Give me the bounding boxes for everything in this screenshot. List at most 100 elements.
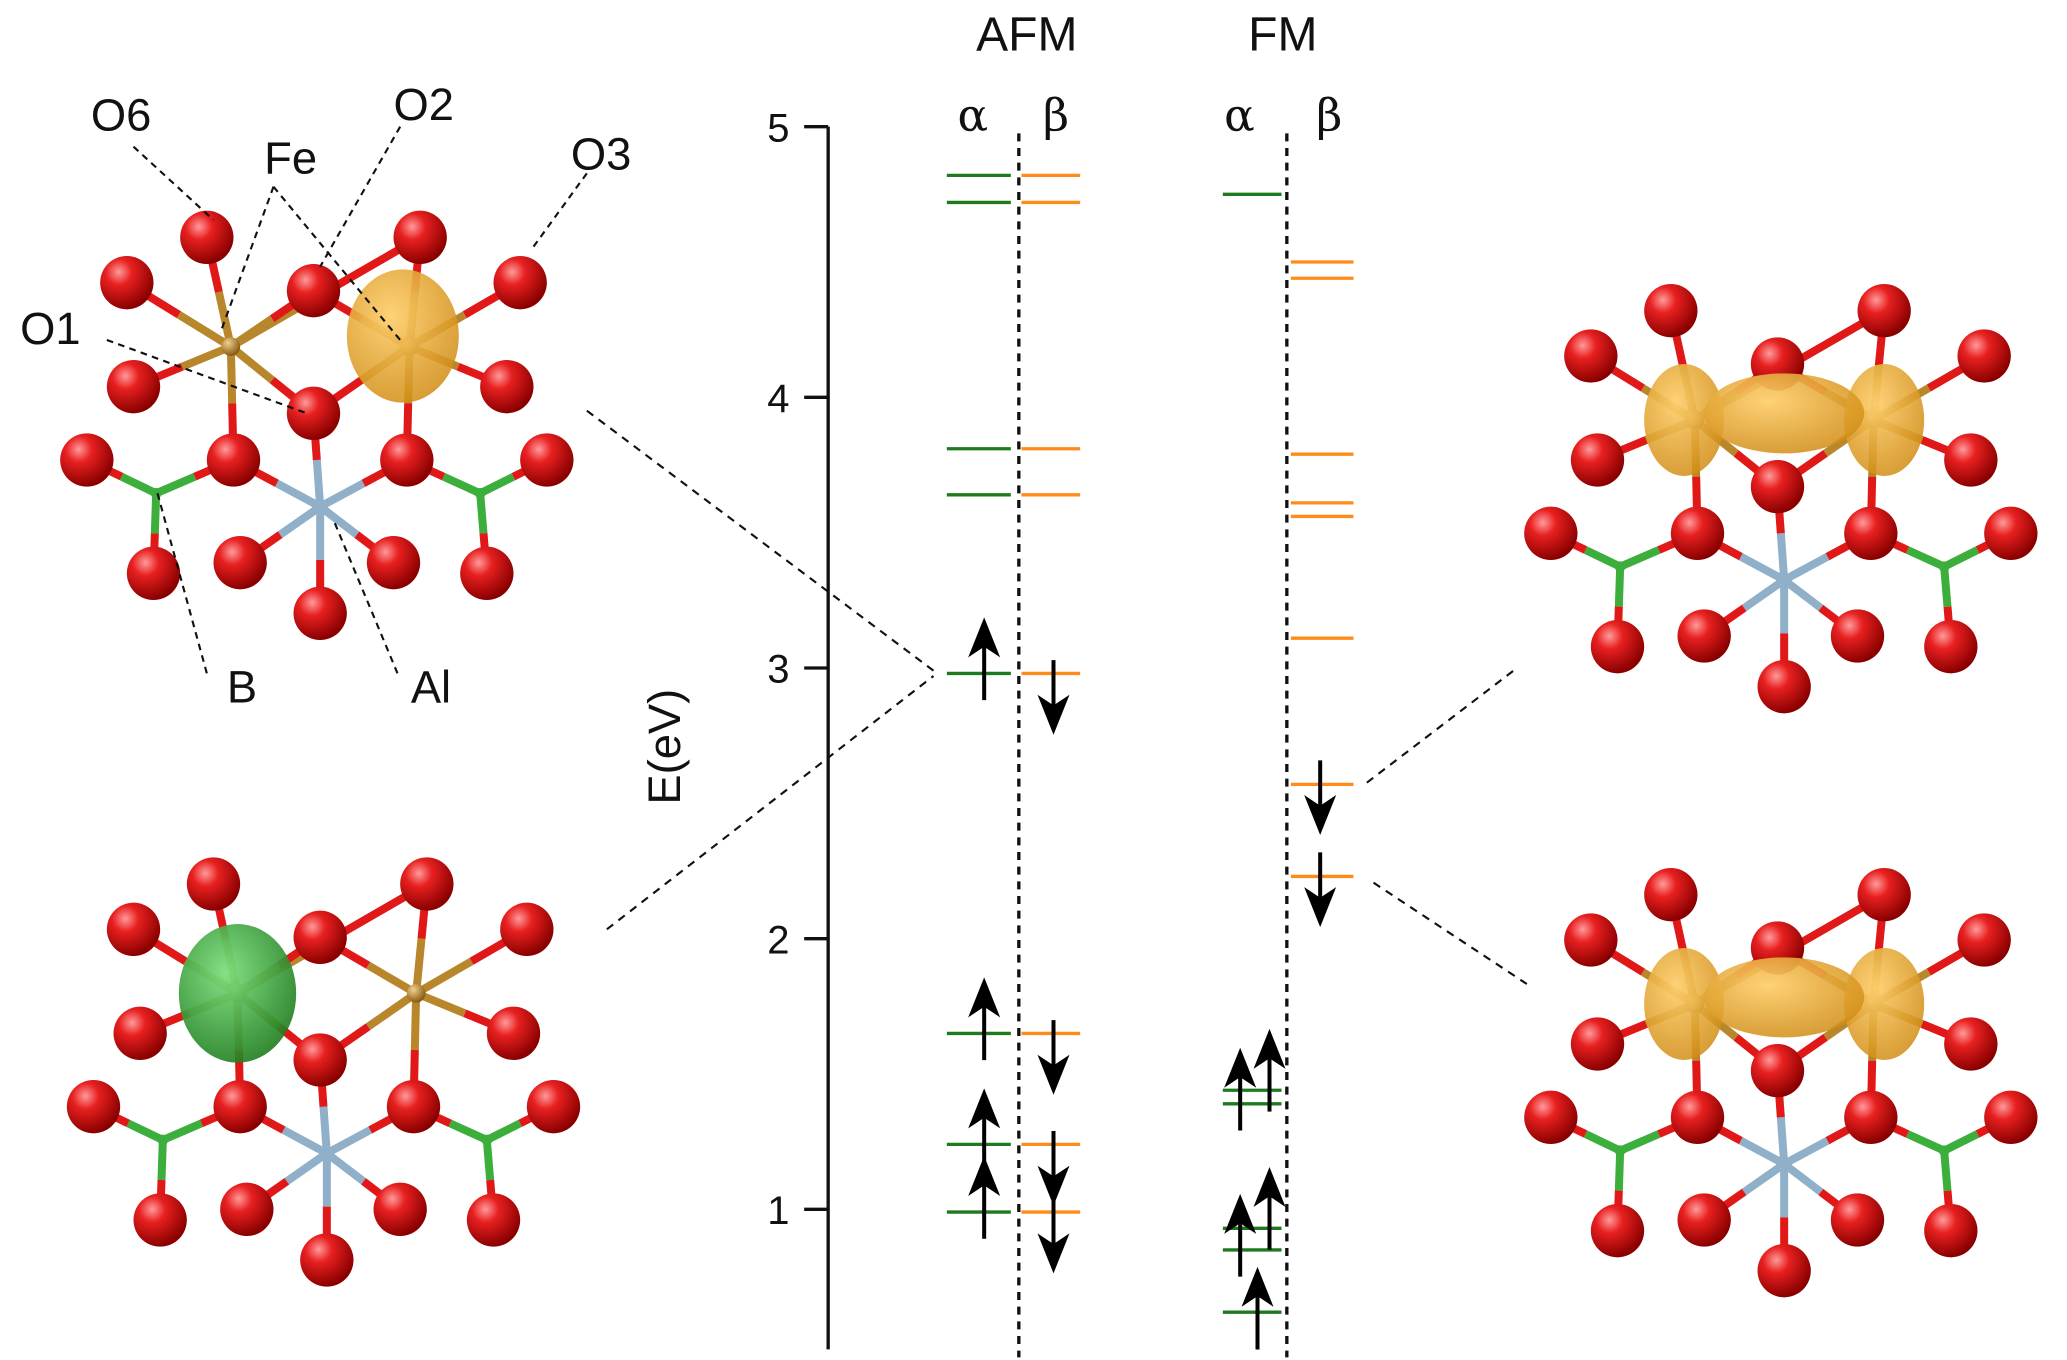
bond: [1905, 546, 1946, 571]
oxygen-atom: [1957, 329, 2011, 383]
oxygen-atom: [1830, 1193, 1885, 1247]
bond: [161, 1119, 204, 1144]
fm-alpha-label: α: [1224, 89, 1255, 142]
oxygen-atom: [1570, 433, 1625, 487]
label-o3: O3: [571, 128, 631, 179]
bond: [157, 1139, 167, 1181]
bond: [1738, 1137, 1787, 1168]
spin-up-arrow: [968, 977, 1001, 1061]
oxygen-atom: [113, 1006, 167, 1060]
oxygen-atom: [206, 433, 261, 487]
leader-line: [332, 519, 399, 674]
boron-atom: [1614, 1145, 1626, 1156]
oxygen-atom: [213, 1080, 267, 1134]
label-o6: O6: [91, 90, 151, 141]
aluminum-atom: [1778, 574, 1790, 586]
spin-density-isosurface: [1844, 364, 1925, 476]
y-tick-label: 3: [767, 648, 789, 692]
bond: [1618, 546, 1661, 571]
connector-afm-alpha-orbital: [586, 409, 935, 672]
oxygen-atom: [1984, 1090, 2038, 1144]
bond: [1942, 546, 1980, 571]
bond: [1905, 1130, 1946, 1155]
oxygen-atom: [1857, 868, 1911, 922]
oxygen-atom: [1757, 1244, 1811, 1298]
panel-title-fm: FM: [1248, 9, 1317, 62]
oxygen-atom: [1644, 284, 1698, 338]
oxygen-atom: [500, 902, 554, 956]
bond: [1942, 1130, 1980, 1155]
label-al: Al: [411, 662, 451, 713]
oxygen-atom: [480, 360, 534, 414]
bond: [410, 993, 421, 1051]
bond: [1940, 566, 1952, 607]
oxygen-atom: [1750, 460, 1805, 514]
bond: [1776, 533, 1789, 581]
bond: [154, 472, 197, 498]
oxygen-atom: [1590, 1204, 1645, 1258]
oxygen-atom: [1844, 1090, 1898, 1144]
bond: [281, 1126, 329, 1157]
spin-down-arrow: [1037, 660, 1070, 735]
bond: [1738, 553, 1787, 584]
oxygen-atom: [520, 433, 574, 487]
oxygen-atom: [1524, 506, 1578, 560]
boron-atom: [157, 1134, 169, 1146]
oxygen-atom: [466, 1193, 521, 1247]
label-fe: Fe: [264, 132, 317, 183]
oxygen-atom: [106, 360, 161, 414]
oxygen-atom: [1984, 506, 2038, 560]
bond: [274, 479, 323, 511]
oxygen-atom: [293, 910, 347, 964]
boron-atom: [1938, 1145, 1950, 1156]
bond: [317, 503, 360, 538]
boron-atom: [150, 488, 162, 499]
oxygen-atom: [373, 1182, 427, 1236]
oxygen-atom: [1944, 1017, 1998, 1071]
y-tick-label: 5: [767, 106, 789, 150]
molecule-structure-3: [1524, 284, 2038, 714]
oxygen-atom: [1564, 329, 1618, 383]
energy-levels: [946, 133, 1354, 1358]
oxygen-atom: [186, 857, 241, 911]
y-tick-label: 2: [767, 918, 789, 962]
oxygen-atom: [1644, 868, 1698, 922]
oxygen-atom: [133, 1193, 187, 1247]
oxygen-atom: [366, 536, 421, 590]
bond: [126, 1119, 165, 1144]
leader-line: [219, 186, 275, 334]
connector-fm-beta-2.57: [1366, 669, 1515, 784]
oxygen-atom: [213, 536, 267, 590]
molecule-structure-4: [1524, 868, 2038, 1298]
spin-density-isosurface: [346, 269, 459, 403]
oxygen-atom: [66, 1080, 121, 1134]
bond: [478, 473, 516, 497]
oxygen-atom: [60, 433, 114, 487]
oxygen-atom: [100, 256, 154, 310]
oxygen-atom: [1670, 1090, 1725, 1144]
oxygen-atom: [393, 210, 447, 264]
spin-up-arrow: [968, 617, 1001, 701]
oxygen-atom: [1944, 433, 1998, 487]
bond: [1618, 1130, 1661, 1155]
spin-up-arrow: [968, 1156, 1001, 1239]
bond: [284, 1150, 330, 1185]
boron-atom: [1614, 561, 1626, 572]
bond: [485, 1119, 522, 1144]
connector-afm-beta-orbital: [606, 675, 935, 931]
oxygen-atom: [1857, 284, 1911, 338]
bond: [441, 473, 482, 497]
leader-line: [272, 185, 401, 341]
oxygen-atom: [1924, 1204, 1978, 1258]
bond: [1940, 1150, 1952, 1191]
bond: [1741, 576, 1787, 612]
oxygen-atom: [1830, 609, 1885, 663]
oxygen-atom: [180, 210, 234, 264]
spin-up-arrow: [1224, 1193, 1257, 1277]
structure-labels: O6 Fe O2 O3 O1 B Al: [20, 79, 631, 713]
oxygen-atom: [526, 1080, 581, 1134]
bond: [1781, 1160, 1824, 1196]
bond: [476, 493, 488, 534]
